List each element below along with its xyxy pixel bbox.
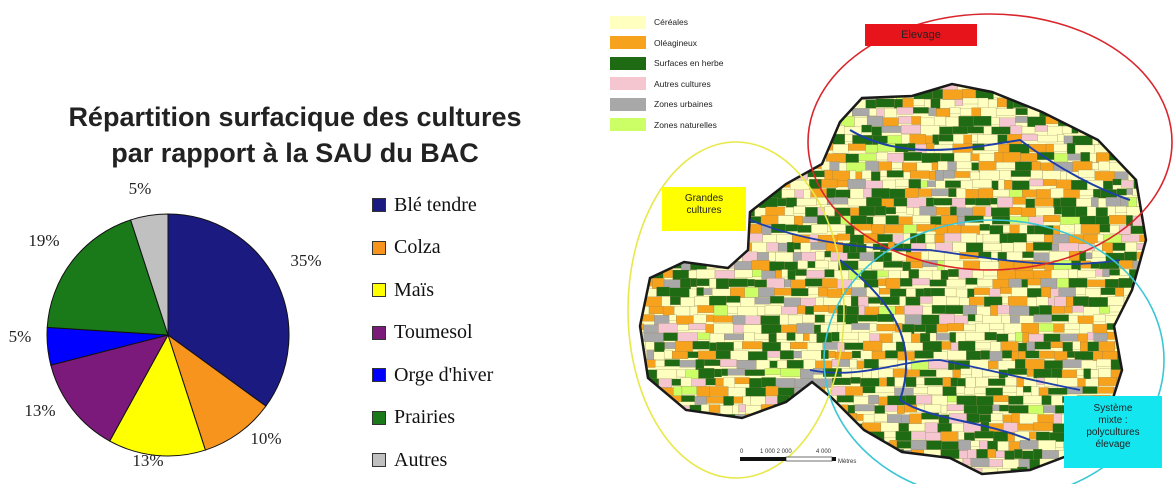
river-east [749, 219, 1121, 266]
map-legend-label: Céréales [654, 17, 689, 28]
legend-item: Toumesol [372, 312, 493, 355]
legend-item: Colza [372, 227, 493, 270]
zone-label-line: mixte : [1098, 415, 1128, 426]
legend-item: Autres [372, 439, 493, 482]
map-legend-label: Autres cultures [654, 78, 711, 89]
map-legend-swatch [610, 118, 646, 132]
river-south [809, 359, 1081, 391]
zone-elevage-circle [807, 13, 1173, 271]
map-legend-item: Autres cultures [610, 74, 723, 95]
pie-data-label: 5% [129, 179, 152, 198]
legend-item: Maïs [372, 269, 493, 312]
legend-label: Toumesol [394, 321, 473, 344]
legend-label: Prairies [394, 406, 456, 429]
map-legend-swatch [610, 15, 646, 29]
legend-swatch [372, 283, 386, 298]
scale-tick-0: 0 [740, 449, 744, 455]
map-legend-item: Oléagineux [610, 33, 723, 54]
legend-item: Orge d'hiver [372, 354, 493, 397]
scale-unit: Mètres [838, 459, 856, 465]
pie-chart: 35% 10% 13% 13% 5% 19% 5% [9, 179, 322, 470]
pie-data-label: 13% [132, 451, 163, 470]
pie-data-label: 19% [28, 231, 59, 250]
map-legend-item: Zones urbaines [610, 94, 723, 115]
map-legend-label: Oléagineux [654, 37, 698, 48]
legend-swatch [372, 368, 386, 383]
zone-label-elevage: Elevage [865, 24, 977, 46]
map-legend-label: Surfaces en herbe [654, 58, 724, 69]
pie-slice-toumesol [50, 334, 169, 442]
legend-item: Prairies [372, 397, 493, 440]
map-legend-swatch [610, 97, 646, 111]
scale-tick-2: 4 000 [816, 449, 832, 455]
scale-tick-1: 1 000 2 000 [760, 449, 792, 455]
scale-bar: 0 1 000 2 000 4 000 Mètres [740, 449, 856, 465]
chart-panel: Répartition surfacique des cultures par … [9, 102, 522, 482]
legend-swatch [372, 453, 386, 468]
pie-slice-colza [167, 333, 267, 451]
chart-title-line-2: par rapport à la SAU du BAC [111, 138, 479, 168]
map-legend-label: Zones naturelles [654, 119, 717, 130]
zone-grandes-cultures-circle [627, 141, 845, 479]
map-legend-item: Surfaces en herbe [610, 53, 723, 74]
legend-swatch [372, 240, 386, 255]
legend-label: Autres [394, 448, 448, 471]
pie-slice-ma-s [109, 333, 207, 457]
zone-label-line: Système [1093, 403, 1133, 414]
map-panel: 0 1 000 2 000 4 000 Mètres Céréales Oléa… [600, 0, 1176, 484]
map-legend-item: Céréales [610, 12, 723, 33]
zone-label-mixte: Système mixte : polycultures élevage [1064, 396, 1162, 468]
legend-label: Blé tendre [394, 193, 477, 216]
pie-data-label: 10% [250, 429, 281, 448]
zone-mixte-circle [823, 219, 1165, 484]
chart-title-line-1: Répartition surfacique des cultures [68, 102, 522, 132]
basin-outline [638, 82, 1148, 476]
pie-slice-bl-tendre [167, 213, 290, 407]
zone-label-grandes-cultures: Grandes cultures [662, 187, 746, 231]
zone-label-line: Grandes [684, 193, 724, 204]
pie-slice-autres [129, 213, 169, 336]
zone-label-line: polycultures [1086, 427, 1140, 438]
map-legend: Céréales Oléagineux Surfaces en herbe Au… [610, 12, 723, 135]
map-legend-item: Zones naturelles [610, 115, 723, 136]
legend-swatch [372, 198, 386, 213]
river-center [839, 259, 1031, 441]
zone-label-line: élevage [1095, 439, 1131, 450]
legend-swatch [372, 410, 386, 425]
river-north [849, 129, 1131, 201]
map-legend-swatch [610, 77, 646, 91]
legend-item: Blé tendre [372, 184, 493, 227]
map-legend-swatch [610, 36, 646, 50]
map-legend-swatch [610, 56, 646, 70]
pie-data-label: 13% [24, 401, 55, 420]
zone-label-line: cultures [686, 205, 722, 216]
legend-swatch [372, 325, 386, 340]
legend-label: Maïs [394, 278, 434, 301]
pie-data-label: 35% [290, 251, 321, 270]
pie-data-label: 5% [9, 327, 32, 346]
legend-label: Colza [394, 236, 441, 259]
pie-slice-prairies [46, 219, 169, 336]
legend-label: Orge d'hiver [394, 363, 494, 386]
map-legend-label: Zones urbaines [654, 99, 713, 110]
